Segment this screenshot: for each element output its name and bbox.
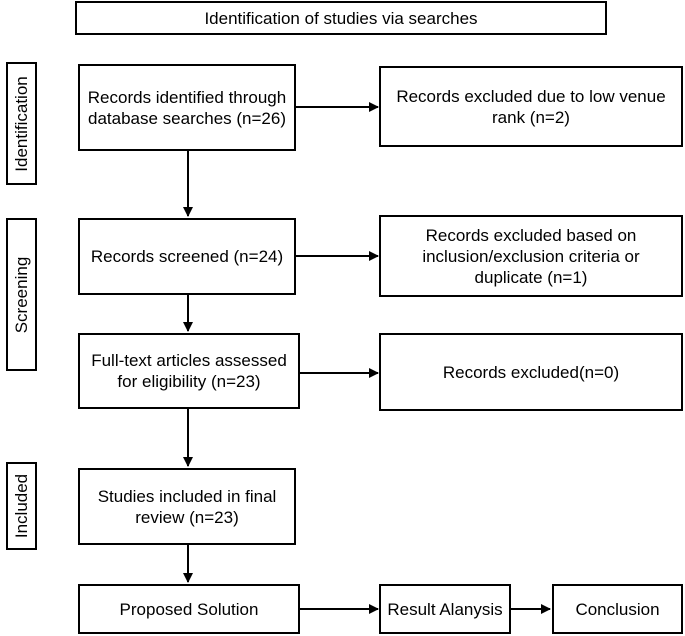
box-excluded-venue: Records excluded due to low venue rank (… <box>379 66 683 147</box>
box-result-analysis: Result Alanysis <box>379 584 511 634</box>
header-title-box: Identification of studies via searches <box>75 1 607 35</box>
box-proposed-solution: Proposed Solution <box>78 584 300 634</box>
phase-identification-text: Identification <box>11 75 31 172</box>
box-conclusion: Conclusion <box>552 584 683 634</box>
box-studies-included: Studies included in final review (n=23) <box>78 468 296 545</box>
header-title: Identification of studies via searches <box>204 8 478 28</box>
box-excluded-criteria: Records excluded based on inclusion/excl… <box>379 215 683 297</box>
phase-included-label: Included <box>6 462 37 550</box>
box-records-screened: Records screened (n=24) <box>78 218 296 295</box>
phase-included-text: Included <box>11 473 31 539</box>
phase-identification-label: Identification <box>6 62 37 185</box>
phase-screening-text: Screening <box>11 256 31 333</box>
box-records-identified: Records identified through database sear… <box>78 64 296 151</box>
box-fulltext-assessed: Full-text articles assessed for eligibil… <box>78 333 300 409</box>
box-excluded-zero: Records excluded(n=0) <box>379 333 683 411</box>
phase-screening-label: Screening <box>6 218 37 371</box>
